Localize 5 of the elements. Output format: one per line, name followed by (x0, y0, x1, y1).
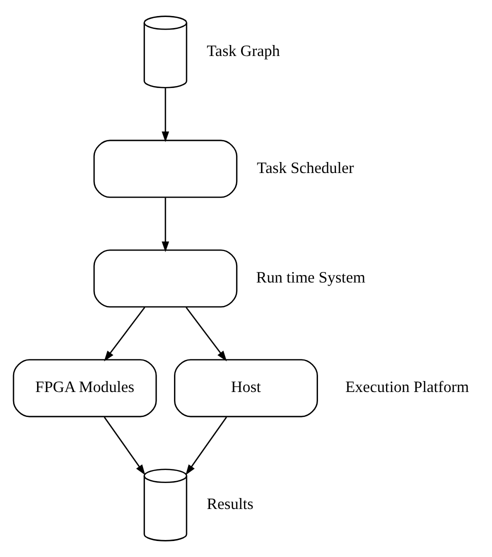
node-label: Task Graph (206, 43, 280, 60)
node-label: Run time System (256, 270, 366, 287)
node-label: Task Scheduler (256, 160, 354, 177)
label: Execution Platform (345, 379, 469, 396)
node-label: Results (206, 496, 254, 514)
